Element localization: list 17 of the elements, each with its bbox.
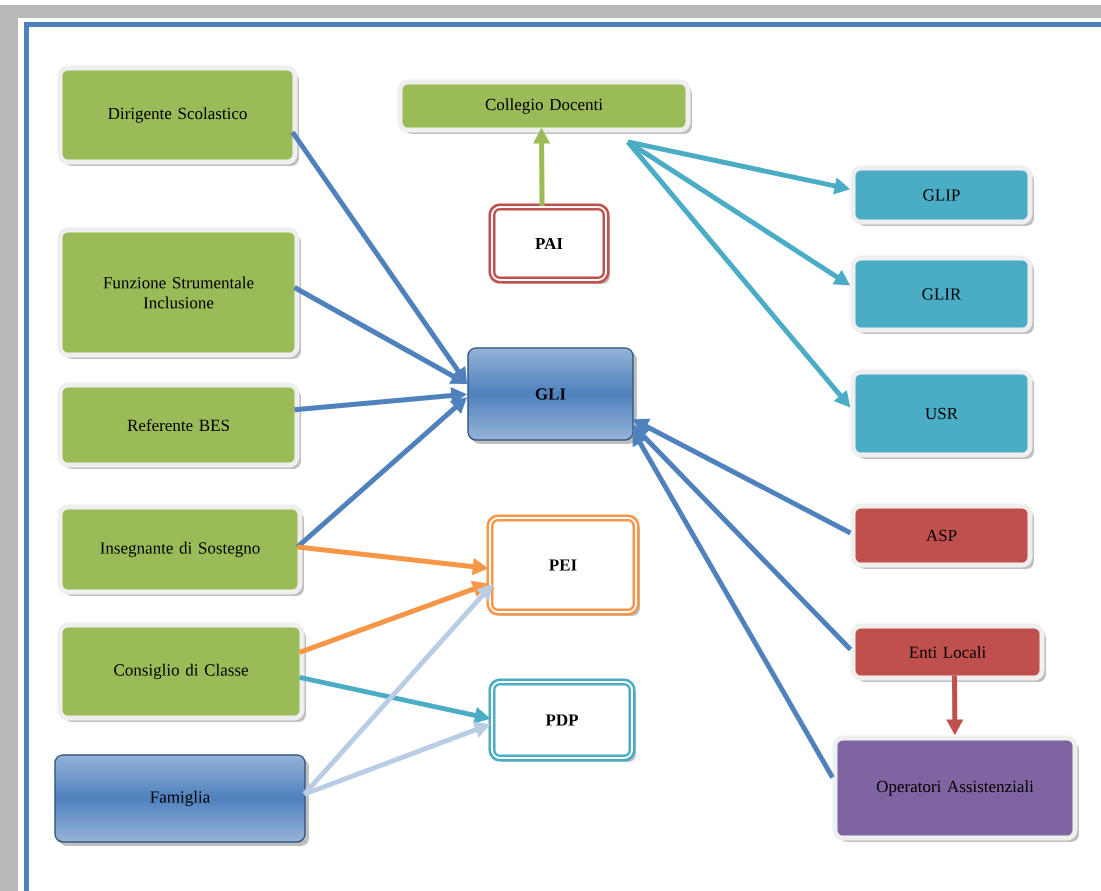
- process-box: USR: [850, 369, 1034, 459]
- process-box: Operatori Assistenziali: [832, 735, 1079, 842]
- document-box: PDP: [488, 678, 636, 762]
- process-box: Dirigente Scolastico: [57, 65, 299, 166]
- process-box: Funzione Strumentale Inclusione: [57, 227, 301, 359]
- document-box: PEI: [486, 514, 640, 616]
- process-box: Referente BES: [57, 382, 301, 469]
- process-box: GLIR: [850, 255, 1034, 334]
- process-box: ASP: [850, 503, 1034, 569]
- process-box: Collegio Docenti: [397, 79, 692, 134]
- document-box: PAI: [488, 203, 610, 284]
- process-box: Enti Locali: [850, 623, 1046, 682]
- process-box: Insegnante di Sostegno: [57, 504, 304, 596]
- process-box: GLI: [467, 347, 637, 444]
- process-box: GLIP: [850, 165, 1034, 226]
- process-box: Famiglia: [54, 754, 309, 846]
- process-box: Consiglio di Classe: [57, 622, 306, 722]
